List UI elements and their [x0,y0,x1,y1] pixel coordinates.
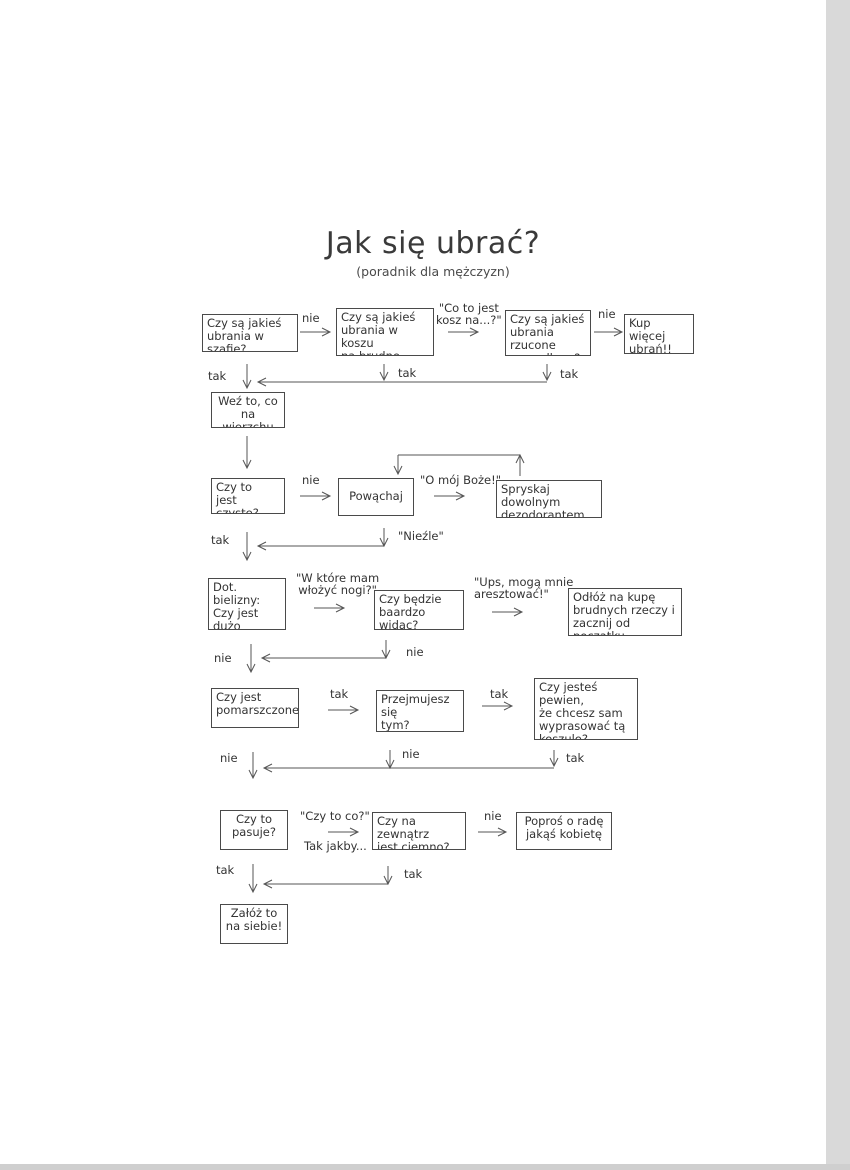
return-line-row5 [262,866,393,889]
arrow-down-n12 [248,752,258,780]
loop-n8-n7 [393,453,525,476]
return-line-row3 [260,640,391,663]
node-clothes-in-wardrobe: Czy są jakieś ubrania w szafie? [202,314,298,352]
label-n16-no: nie [484,809,502,823]
arrow-n13-n14 [482,701,514,711]
label-n13-yes: tak [490,687,509,701]
return-line-row1 [256,377,547,387]
node-is-it-clean: Czy to jest czyste? [211,478,285,514]
label-n15-yes: tak [216,863,235,877]
arrow-n9-n10 [314,603,346,613]
arrow-n3-n4 [594,327,624,337]
label-n12-yes: tak [330,687,349,701]
return-line-row2 [256,528,389,551]
node-buy-more-clothes: Kup więcej ubrań!! [624,314,694,354]
node-ask-a-woman: Poproś o radę jakąś kobietę [516,812,612,850]
flowchart-title: Jak się ubrać? [325,226,541,261]
node-does-it-fit: Czy to pasuje? [220,810,288,850]
node-clothes-on-floor: Czy są jakieś ubrania rzucone na podłogę… [505,310,591,356]
label-not-bad: "Nieźle" [398,529,444,543]
arrow-down-n15 [248,864,258,894]
node-take-whats-on-top: Weź to, co na wierzchu [211,392,285,428]
arrow-n12-n13 [328,705,360,715]
arrow-n10-n11 [492,607,524,617]
scanned-page [0,0,826,1164]
arrow-n1-n2 [300,327,332,337]
arrow-n5-n6 [242,436,252,470]
label-n6-no: nie [302,473,320,487]
node-put-it-on: Załóż to na siebie! [220,904,288,944]
arrow-n16-n17 [478,827,508,837]
label-fit-what: "Czy to co?" [300,809,370,823]
scan-edge-right [826,0,850,1170]
label-n10-no: nie [406,645,424,659]
node-put-back-start-over: Odłóż na kupę brudnych rzeczy i zacznij … [568,588,682,636]
node-iron-shirt-yourself: Czy jesteś pewien, że chcesz sam wypraso… [534,678,638,740]
label-sort-of: Tak jakby... [304,839,367,853]
label-oh-my-god: "O mój Boże!" [420,473,502,487]
node-clothes-in-laundry-basket: Czy są jakieś ubrania w koszu na brudne … [336,308,434,356]
label-what-is-basket: "Co to jest kosz na...?" [436,301,502,327]
arrow-n15-n16 [328,827,360,837]
label-n2-yes: tak [398,366,417,380]
label-n3-yes: tak [560,367,579,381]
label-n1-no: nie [302,311,320,325]
node-do-you-care: Przejmujesz się tym? [376,690,464,732]
arrow-down-n6 [242,532,252,562]
node-spray-deodorant: Spryskaj dowolnym dezodorantem [496,480,602,518]
return-line-row4 [262,750,559,773]
arrow-down-n9 [246,644,256,674]
label-n9-no: nie [214,651,232,665]
arrow-down-n1 [242,364,252,390]
label-n1-yes: tak [208,369,227,383]
node-is-it-dark-outside: Czy na zewnątrz jest ciemno? [372,812,466,850]
label-n16-yes: tak [404,867,423,881]
arrow-n6-n7 [300,491,332,501]
scan-edge-bottom [0,1164,850,1170]
label-n13-no: nie [402,747,420,761]
node-smell-it: Powąchaj to [338,478,414,516]
label-n6-yes: tak [211,533,230,547]
label-n14-yes: tak [566,751,585,765]
flowchart-subtitle: (poradnik dla mężczyzn) [356,264,510,279]
label-n3-no: nie [598,307,616,321]
node-very-visible: Czy będzie baardzo widac? [374,590,464,630]
arrow-down-n3 [542,364,552,382]
node-underwear-holes: Dot. bielizny: Czy jest dużo dziur? [208,578,286,630]
label-n12-no: nie [220,751,238,765]
label-oops-arrested: "Ups, mogą mnie aresztować!" [474,575,574,601]
label-which-legs: "W które mam włożyć nogi?" [296,571,380,597]
arrow-n7-n8 [434,491,466,501]
arrow-n2-n3 [448,327,480,337]
arrow-down-n2 [379,364,389,382]
node-is-it-wrinkled: Czy jest pomarszczone? [211,688,299,728]
